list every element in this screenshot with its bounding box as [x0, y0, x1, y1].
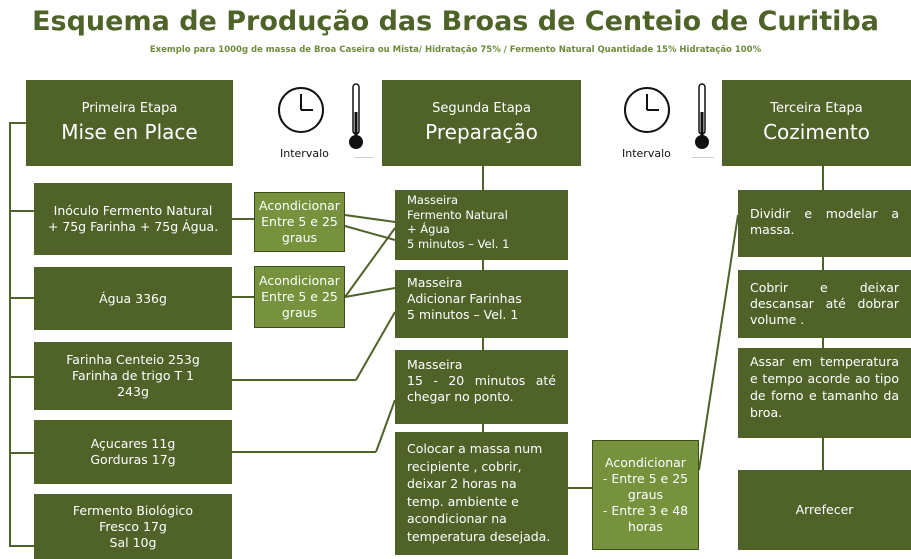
ingredient-box: Fermento Biológico Fresco 17g Sal 10g	[34, 494, 232, 559]
cook-line: Arrefecer	[795, 502, 854, 517]
stage-header-3: Terceira Etapa Cozimento	[722, 80, 911, 166]
stage-label: Segunda Etapa	[432, 101, 531, 116]
conditioning-line: graus	[281, 230, 318, 245]
prep-line: Masseira	[407, 357, 463, 372]
conditioning-line: Acondicionar	[605, 455, 686, 470]
conditioning-line: graus	[627, 487, 664, 502]
cook-line: Assar em temperatura e tempo acorde ao t…	[750, 354, 899, 420]
thermometer-icon	[695, 83, 709, 149]
stage-label: Primeira Etapa	[81, 101, 178, 116]
prep-step: Masseira Fermento Natural + Água 5 minut…	[395, 190, 568, 260]
cook-step: Assar em temperatura e tempo acorde ao t…	[738, 348, 911, 438]
cook-line: Dividir e modelar a massa.	[750, 206, 899, 237]
ingredient-line: Farinha Centeio 253g	[66, 352, 200, 367]
prep-line: Masseira	[407, 193, 458, 207]
cook-step: Arrefecer	[738, 470, 911, 550]
clock-icon	[278, 87, 324, 133]
stage-name: Mise en Place	[61, 120, 198, 144]
conditioning-line: Entre 5 e 25	[261, 214, 338, 229]
ingredient-line: Água 336g	[99, 290, 167, 306]
interval-label: Intervalo	[280, 147, 329, 160]
separator	[355, 157, 373, 158]
separator	[692, 157, 714, 158]
prep-line: 5 minutos – Vel. 1	[407, 307, 519, 322]
prep-step: Colocar a massa num recipiente , cobrir,…	[395, 432, 568, 555]
clock-icon	[624, 87, 670, 133]
conditioning-line: Acondicionar	[259, 273, 340, 288]
prep-line: Masseira	[407, 275, 463, 290]
ingredient-box: Farinha Centeio 253g Farinha de trigo T …	[34, 342, 232, 410]
stage-label: Terceira Etapa	[770, 101, 863, 116]
stage-header-2: Segunda Etapa Preparação	[382, 80, 581, 166]
ingredient-line: Farinha de trigo T 1	[71, 368, 195, 383]
conditioning-box-long: Acondicionar - Entre 5 e 25 graus - Entr…	[592, 440, 699, 550]
prep-line: Fermento Natural	[407, 207, 508, 222]
ingredient-box: Água 336g	[34, 267, 232, 330]
conditioning-line: Acondicionar	[259, 198, 340, 213]
conditioning-line: - Entre 5 e 25	[602, 471, 689, 486]
cook-line: Cobrir e deixar descansar até dobrar vol…	[750, 280, 899, 327]
conditioning-line: - Entre 3 e 48	[602, 503, 689, 518]
prep-step: Masseira Adicionar Farinhas 5 minutos – …	[395, 270, 568, 338]
prep-line: 5 minutos – Vel. 1	[407, 236, 510, 251]
prep-line: 15 - 20 minutos até chegar no ponto.	[407, 373, 556, 404]
ingredient-line: Fresco 17g	[99, 518, 167, 534]
ingredient-line: Sal 10g	[109, 534, 157, 550]
ingredient-line: + 75g Farinha + 75g Água.	[47, 219, 219, 234]
ingredient-line: 243g	[117, 384, 149, 399]
ingredient-box: Inóculo Fermento Natural + 75g Farinha +…	[34, 183, 232, 255]
stage-name: Preparação	[425, 120, 538, 144]
ingredient-box: Açucares 11g Gorduras 17g	[34, 420, 232, 484]
prep-line: Adicionar Farinhas	[407, 291, 522, 306]
cook-step: Dividir e modelar a massa.	[738, 190, 911, 257]
conditioning-box: Acondicionar Entre 5 e 25 graus	[254, 192, 345, 252]
ingredient-line: Gorduras 17g	[90, 452, 176, 467]
stage-name: Cozimento	[763, 120, 870, 144]
ingredient-line: Inóculo Fermento Natural	[53, 203, 213, 218]
page-title: Esquema de Produção das Broas de Centeio…	[32, 6, 879, 37]
ingredient-line: Açucares 11g	[90, 436, 176, 451]
thermometer-icon	[349, 83, 363, 149]
prep-step: Masseira 15 - 20 minutos até chegar no p…	[395, 350, 568, 424]
page-subtitle: Exemplo para 1000g de massa de Broa Case…	[149, 45, 762, 55]
conditioning-line: horas	[628, 519, 663, 534]
cook-step: Cobrir e deixar descansar até dobrar vol…	[738, 270, 911, 338]
ingredient-line: Fermento Biológico	[72, 502, 194, 518]
interval-label: Intervalo	[622, 147, 671, 160]
prep-line: Colocar a massa num recipiente , cobrir,…	[407, 441, 551, 544]
conditioning-box: Acondicionar Entre 5 e 25 graus	[254, 266, 345, 328]
conditioning-line: Entre 5 e 25	[261, 289, 338, 304]
stage-header-1: Primeira Etapa Mise en Place	[26, 80, 233, 166]
conditioning-line: graus	[281, 305, 318, 320]
prep-line: + Água	[407, 222, 450, 236]
